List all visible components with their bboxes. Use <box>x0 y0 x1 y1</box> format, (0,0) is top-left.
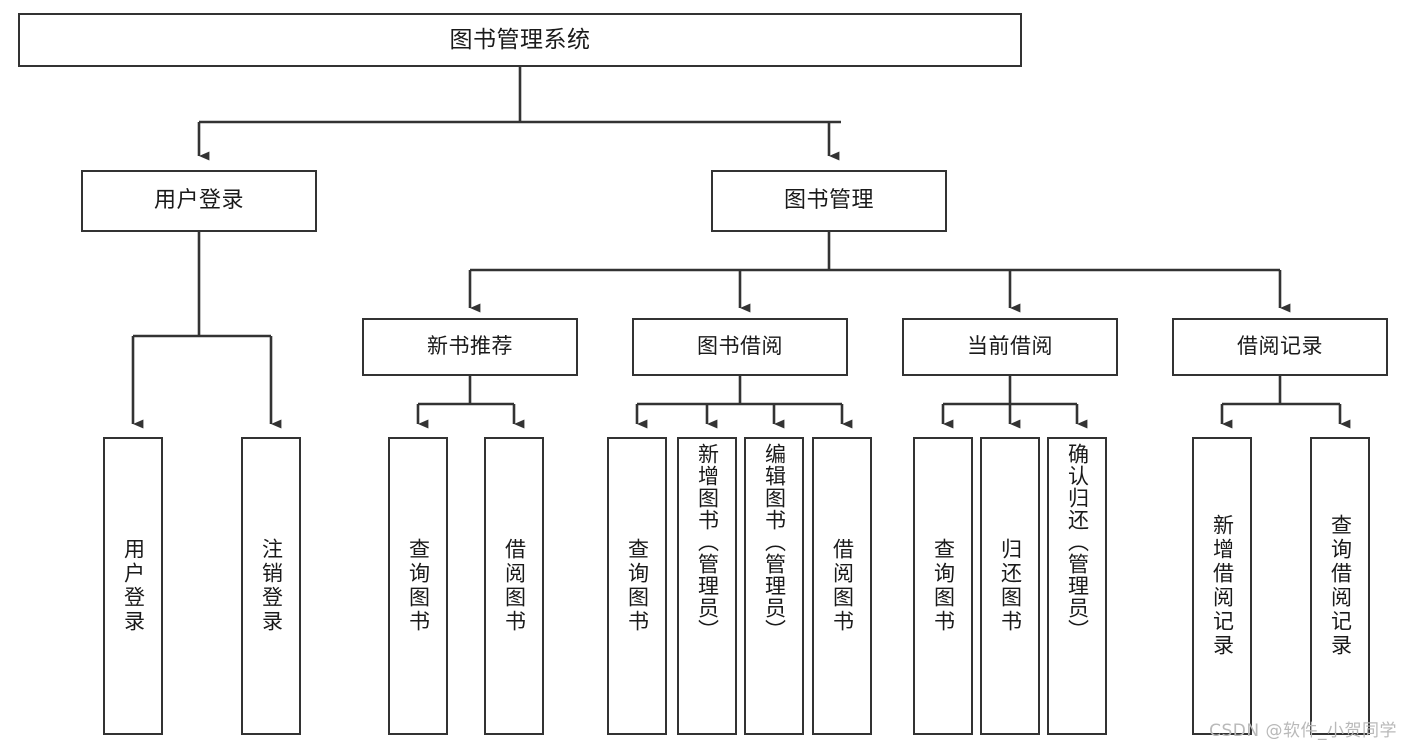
node-label: 查询图书 <box>931 538 956 634</box>
csdn-watermark: CSDN @软件_小贺同学 <box>1209 721 1397 741</box>
node-label: 新增图书（管理员） <box>695 443 720 641</box>
leaf-query-book-cb[interactable]: 查询图书 <box>913 437 973 735</box>
leaf-borrow-book-nb[interactable]: 借阅图书 <box>484 437 544 735</box>
node-label: 查询图书 <box>625 538 650 634</box>
node-label: 确认归还（管理员） <box>1065 443 1090 641</box>
leaf-add-book-admin[interactable]: 新增图书（管理员） <box>677 437 737 735</box>
leaf-confirm-return-admin[interactable]: 确认归还（管理员） <box>1047 437 1107 735</box>
node-current-borrow[interactable]: 当前借阅 <box>902 318 1118 376</box>
node-label: 归还图书 <box>998 538 1023 634</box>
node-label: 查询图书 <box>406 538 431 634</box>
node-label: 编辑图书（管理员） <box>762 443 787 641</box>
node-label: 用户登录 <box>121 538 146 634</box>
leaf-add-borrow-record[interactable]: 新增借阅记录 <box>1192 437 1252 735</box>
leaf-query-borrow-record[interactable]: 查询借阅记录 <box>1310 437 1370 735</box>
node-label: 借阅图书 <box>502 538 527 634</box>
node-label: 图书管理系统 <box>449 26 591 53</box>
leaf-borrow-book-bb[interactable]: 借阅图书 <box>812 437 872 735</box>
node-label: 借阅记录 <box>1237 334 1323 359</box>
node-book-borrow[interactable]: 图书借阅 <box>632 318 848 376</box>
leaf-query-book-nb[interactable]: 查询图书 <box>388 437 448 735</box>
node-book-management[interactable]: 图书管理 <box>711 170 947 232</box>
node-label: 用户登录 <box>153 187 244 213</box>
node-label: 查询借阅记录 <box>1328 514 1353 658</box>
leaf-edit-book-admin[interactable]: 编辑图书（管理员） <box>744 437 804 735</box>
node-label: 图书借阅 <box>697 334 783 359</box>
leaf-return-book[interactable]: 归还图书 <box>980 437 1040 735</box>
node-user-login[interactable]: 用户登录 <box>81 170 317 232</box>
node-label: 图书管理 <box>783 187 874 213</box>
node-label: 注销登录 <box>259 538 284 634</box>
leaf-user-login[interactable]: 用户登录 <box>103 437 163 735</box>
node-label: 新增借阅记录 <box>1210 514 1235 658</box>
node-label: 当前借阅 <box>967 334 1053 359</box>
node-root-library-management-system[interactable]: 图书管理系统 <box>18 13 1022 67</box>
node-borrow-record[interactable]: 借阅记录 <box>1172 318 1388 376</box>
leaf-logout[interactable]: 注销登录 <box>241 437 301 735</box>
node-label: 新书推荐 <box>427 334 513 359</box>
node-label: 借阅图书 <box>830 538 855 634</box>
node-new-book-recommendation[interactable]: 新书推荐 <box>362 318 578 376</box>
leaf-query-book-bb[interactable]: 查询图书 <box>607 437 667 735</box>
